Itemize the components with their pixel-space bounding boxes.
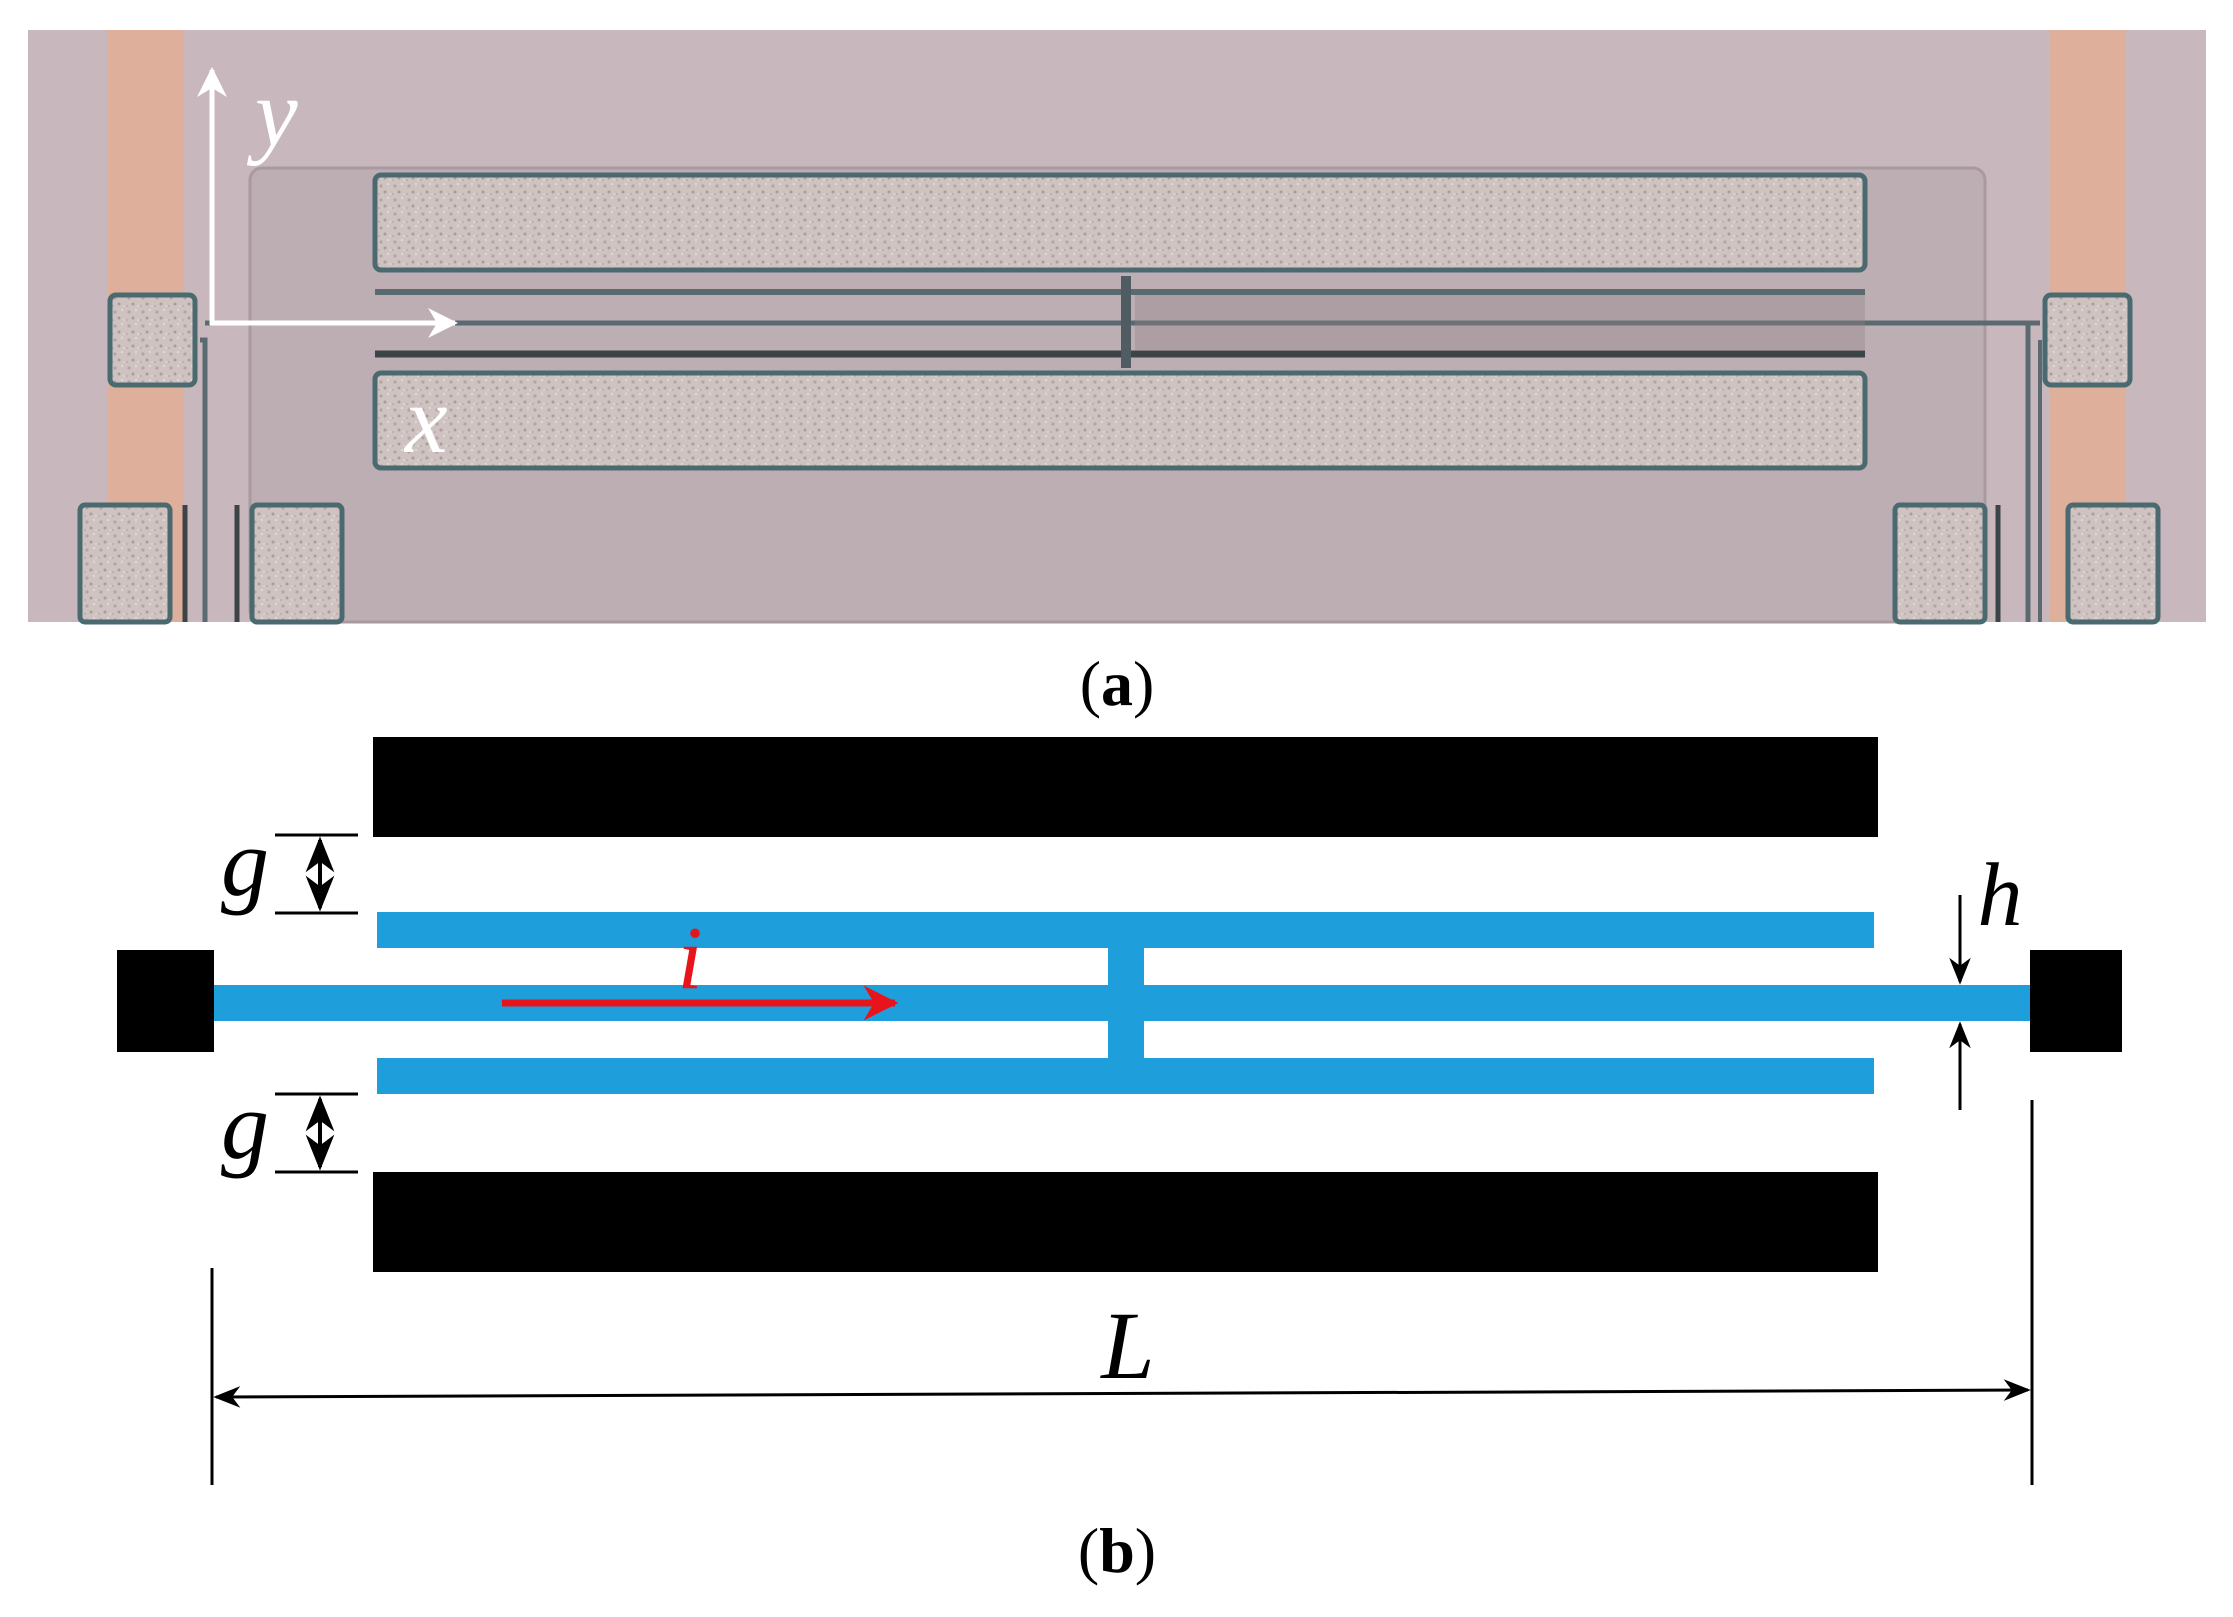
beam-cross-link (1121, 276, 1131, 368)
panel-a-micrograph: y x (28, 30, 2206, 625)
gap-top-label: g (221, 809, 269, 916)
caption-b: (b) (1078, 1515, 1156, 1586)
axis-x-label: x (403, 366, 448, 473)
anchor-pad-left (107, 292, 198, 388)
schematic-electrode-top (373, 737, 1878, 837)
caption-a: (a) (1080, 648, 1155, 719)
beam-shadow (1135, 295, 1865, 351)
bottom-pad-4 (2065, 502, 2161, 625)
schematic-anchor-right (2030, 950, 2122, 1052)
schematic-electrode-bottom (373, 1172, 1878, 1272)
bottom-pad-1 (77, 502, 173, 625)
schematic-beam-upper (377, 912, 1874, 948)
bottom-pad-2 (249, 502, 345, 625)
length-arrow (213, 1379, 2031, 1408)
h-label: h (1978, 846, 2023, 945)
wire-left (200, 337, 208, 622)
schematic-anchor-left (117, 950, 214, 1052)
electrode-top (372, 172, 1868, 273)
axis-y-label: y (246, 59, 298, 166)
current-label: i (677, 909, 702, 1008)
schematic-cross-link (1108, 945, 1144, 1061)
gap-bottom-label: g (221, 1072, 269, 1179)
electrode-bottom (372, 370, 1868, 471)
bottom-pad-3 (1892, 502, 1988, 625)
length-label: L (1099, 1292, 1154, 1399)
panel-b-schematic: i g g h L (117, 737, 2122, 1485)
anchor-pad-right (2042, 292, 2133, 388)
schematic-beam-lower (377, 1058, 1874, 1094)
